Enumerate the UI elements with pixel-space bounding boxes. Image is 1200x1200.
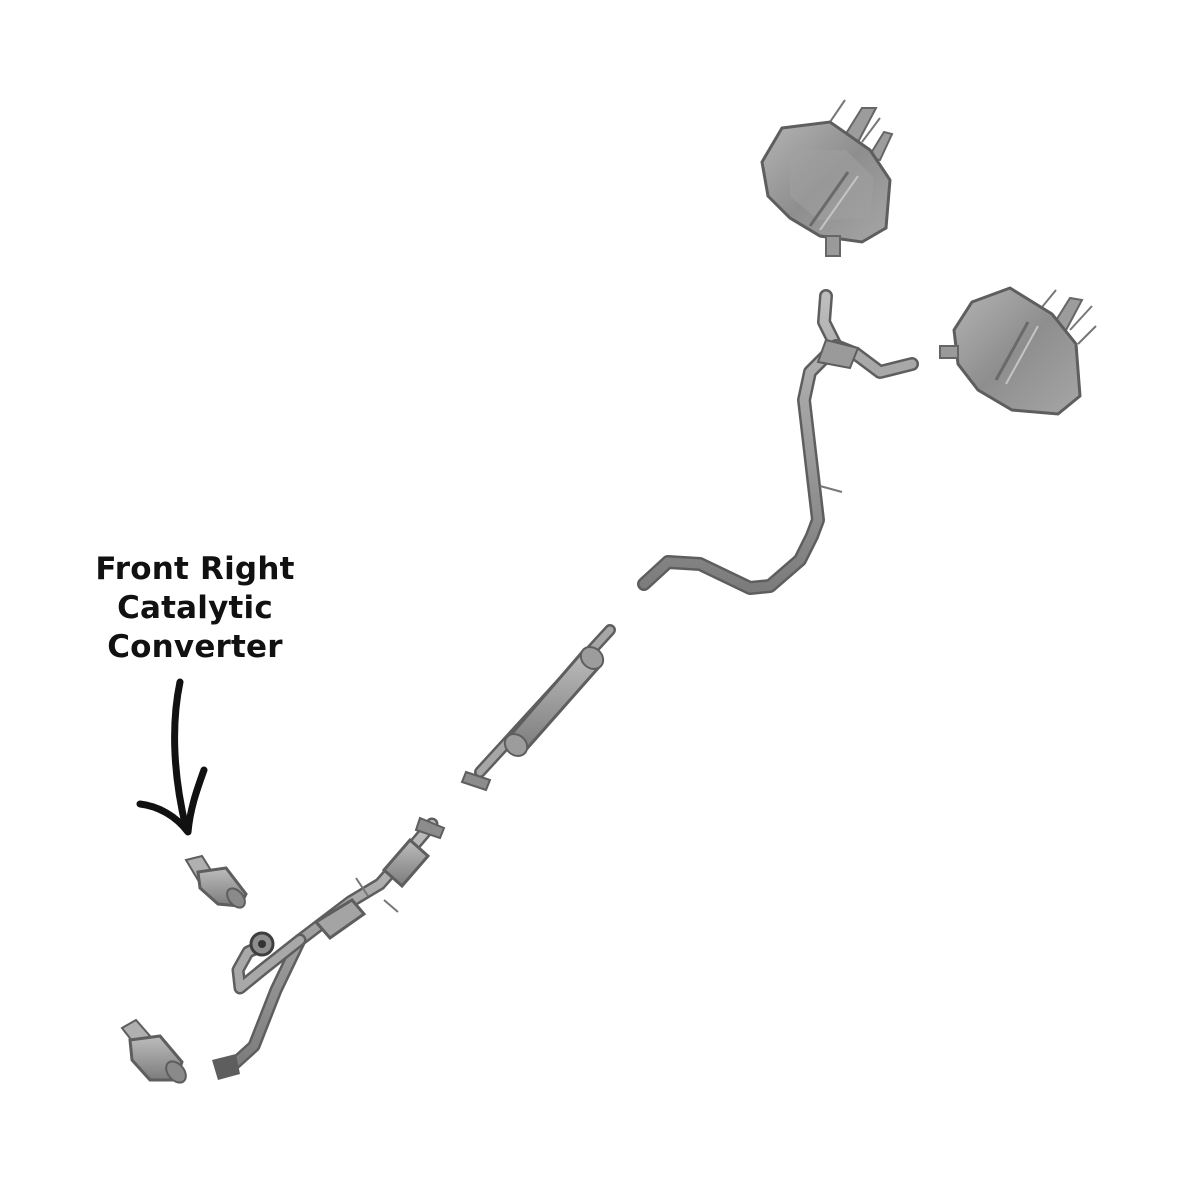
callout-line-3: Converter	[107, 629, 283, 665]
muffler-lower	[939, 286, 1097, 416]
callout-arrow	[136, 678, 208, 836]
callout-line-1: Front Right	[95, 551, 295, 587]
callout-label: Front Right Catalytic Converter	[60, 550, 330, 667]
tailpipe-y	[637, 289, 919, 595]
front-left-catalytic-converter	[120, 1018, 187, 1084]
resonator	[460, 624, 616, 792]
muffler-upper	[760, 99, 894, 257]
front-right-catalytic-converter	[184, 854, 248, 909]
flex-pipe-assembly	[212, 816, 446, 1080]
callout-line-2: Catalytic	[117, 590, 273, 626]
